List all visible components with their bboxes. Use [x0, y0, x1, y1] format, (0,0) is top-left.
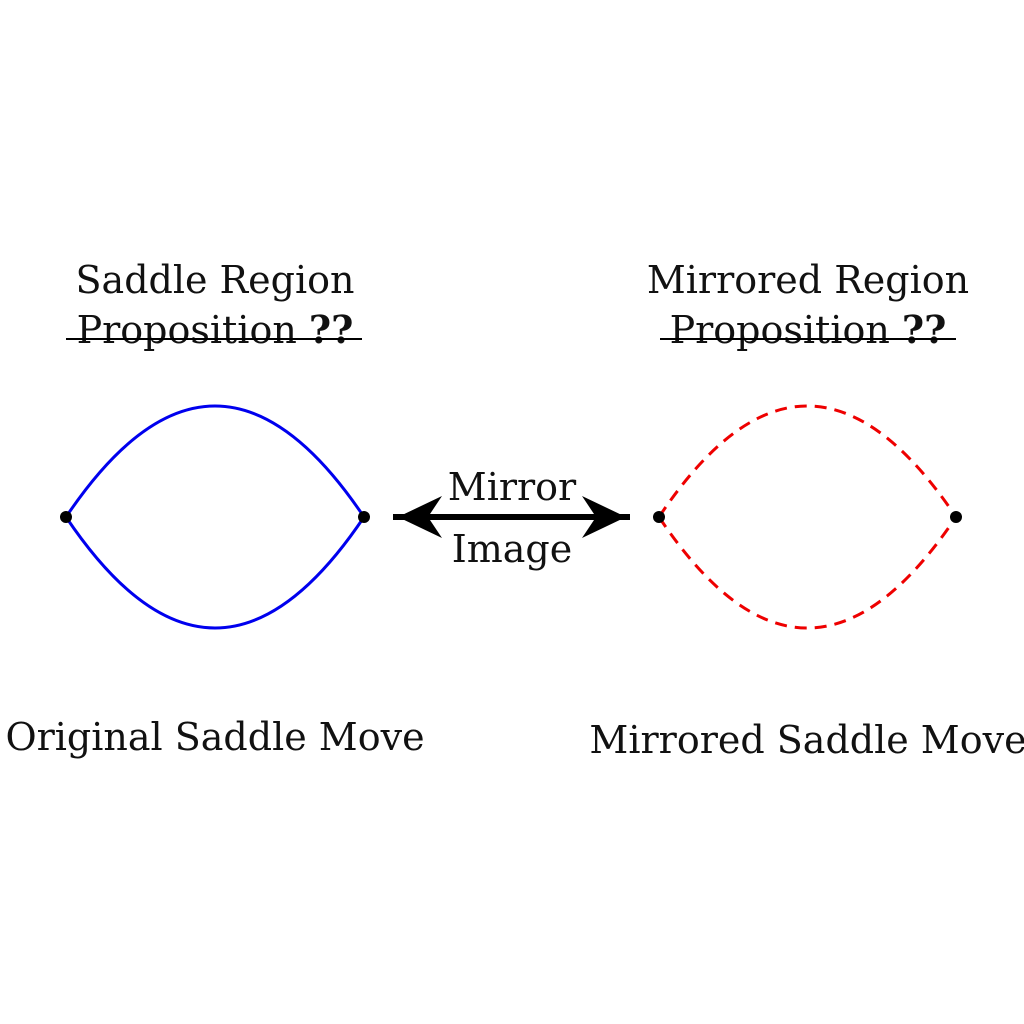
right-saddle-lower-arc	[657, 516, 958, 630]
left-header-proposition-text: Proposition	[77, 308, 309, 352]
left-header-proposition-ref: ??	[309, 307, 354, 352]
left-saddle-lower-arc	[64, 516, 366, 630]
mirror-arrow-label-bottom: Image	[452, 527, 573, 571]
left-saddle-upper-arc	[64, 404, 366, 518]
right-header-proposition-ref: ??	[902, 307, 947, 352]
mirror-arrow-label-top: Mirror	[448, 465, 577, 509]
mirrored-saddle-panel: Mirrored Region Proposition ?? Mirrored …	[589, 258, 1024, 762]
left-caption: Original Saddle Move	[5, 715, 424, 759]
left-saddle-endpoint-left	[60, 511, 72, 523]
right-header-proposition-text: Proposition	[670, 308, 902, 352]
right-caption: Mirrored Saddle Move	[589, 718, 1024, 762]
right-header-line2: Proposition ??	[670, 307, 947, 352]
right-saddle-upper-arc	[657, 404, 958, 518]
original-saddle-panel: Saddle Region Proposition ?? Original Sa…	[5, 258, 424, 759]
mirror-arrowhead-left	[398, 496, 442, 538]
right-saddle-endpoint-right	[950, 511, 962, 523]
right-header-line1: Mirrored Region	[647, 258, 969, 302]
right-saddle-endpoint-left	[653, 511, 665, 523]
left-saddle-endpoint-right	[358, 511, 370, 523]
left-header-line2: Proposition ??	[77, 307, 354, 352]
left-header-line1: Saddle Region	[76, 258, 355, 302]
mirror-arrow: Mirror Image	[393, 465, 630, 571]
mirror-arrowhead-right	[582, 496, 626, 538]
